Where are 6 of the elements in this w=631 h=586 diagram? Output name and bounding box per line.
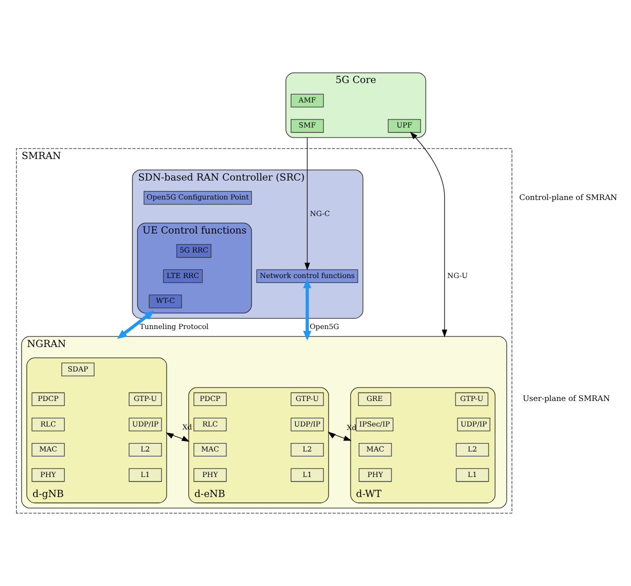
arrow: [328, 432, 352, 441]
arrow: [117, 310, 154, 339]
arrow: [303, 278, 312, 340]
arrow: [166, 432, 190, 442]
arrow: [304, 137, 310, 271]
arrow: [410, 132, 448, 338]
